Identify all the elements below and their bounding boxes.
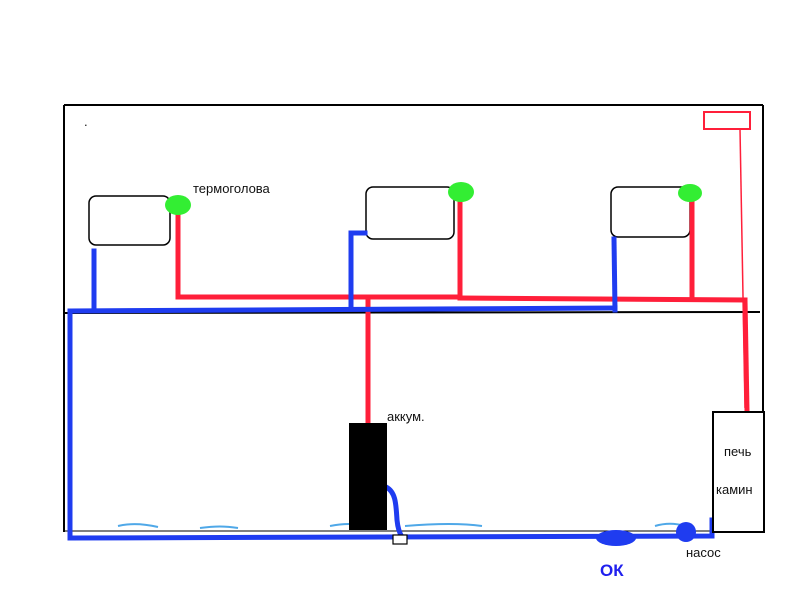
thermostat-sensor bbox=[703, 111, 751, 130]
thermostatic-head-1 bbox=[165, 195, 191, 215]
accumulator-tank bbox=[349, 423, 387, 530]
pump-label: насос bbox=[686, 545, 721, 560]
stove-label-line2: камин bbox=[716, 482, 753, 497]
water-traces bbox=[117, 522, 686, 529]
radiator-2 bbox=[365, 186, 455, 240]
valve-box bbox=[392, 534, 408, 545]
stove-fireplace bbox=[712, 411, 765, 533]
thermostatic-head-2 bbox=[448, 182, 474, 202]
expansion-tank-label: ОК bbox=[600, 561, 624, 580]
dot-mark: . bbox=[84, 114, 88, 129]
thermo-head-label: термоголова bbox=[193, 181, 271, 196]
expansion-tank bbox=[596, 530, 636, 546]
accumulator-label: аккум. bbox=[387, 409, 425, 424]
cold-return-pipes bbox=[67, 230, 715, 541]
hot-supply-pipes bbox=[175, 193, 750, 427]
radiator-1 bbox=[88, 195, 171, 246]
radiator-3 bbox=[610, 186, 691, 238]
pump bbox=[676, 522, 696, 542]
stove-label-line1: печь bbox=[724, 444, 752, 459]
thermostatic-head-3 bbox=[678, 184, 702, 202]
house-outline bbox=[63, 104, 764, 532]
